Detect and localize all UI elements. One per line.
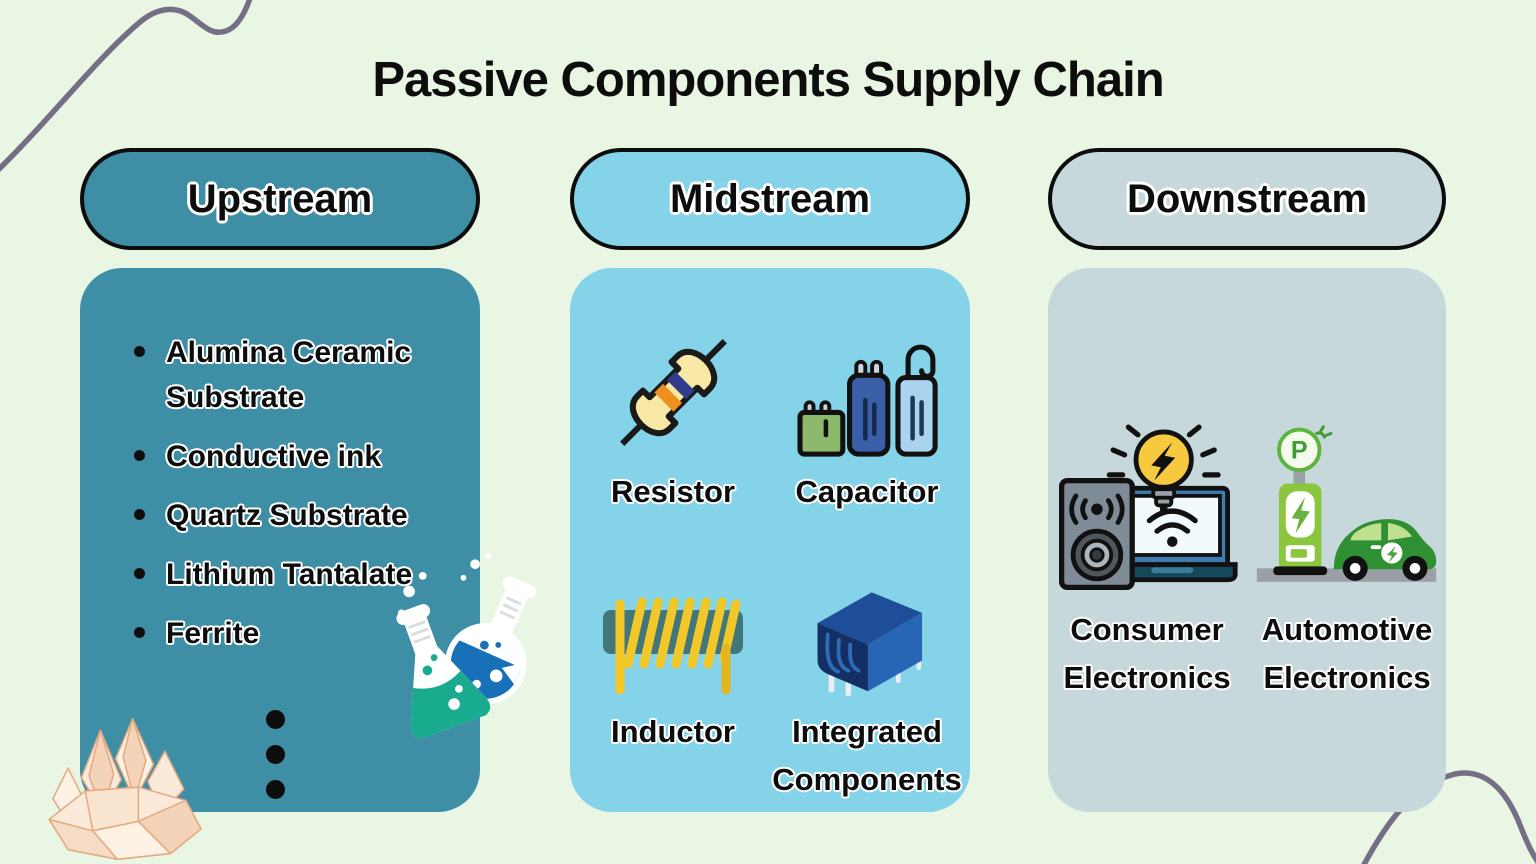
- upstream-materials-list: Alumina Ceramic Substrate Conductive ink…: [80, 268, 480, 656]
- midstream-item-integrated-components: Integrated Components: [770, 516, 964, 804]
- midstream-item-resistor: Resistor: [576, 310, 770, 516]
- list-item: Lithium Tantalate: [134, 552, 452, 597]
- integrated-components-icon: [817, 592, 923, 696]
- more-items-ellipsis-icon: [266, 710, 285, 799]
- upstream-header-pill: Upstream: [80, 148, 480, 250]
- list-item: Alumina Ceramic Substrate: [134, 330, 452, 420]
- list-item: Ferrite: [134, 611, 452, 656]
- item-label: Capacitor: [795, 474, 939, 509]
- parking-letter: P: [1291, 436, 1308, 464]
- bubbles: [397, 553, 492, 617]
- upstream-panel: Alumina Ceramic Substrate Conductive ink…: [80, 268, 537, 812]
- resistor-icon: [619, 339, 727, 446]
- midstream-header-pill: Midstream: [570, 148, 970, 250]
- item-label: Resistor: [610, 474, 736, 509]
- item-label: Integrated Components: [772, 714, 962, 798]
- downstream-panel: Consumer Electronics P: [1048, 268, 1446, 812]
- midstream-column: Midstream Resistor: [570, 148, 970, 812]
- capacitor-icon: [797, 344, 938, 457]
- downstream-column: Downstream: [1048, 148, 1446, 812]
- mineral-crystal-icon: [48, 718, 202, 861]
- item-label: Automotive Electronics: [1261, 612, 1433, 696]
- downstream-header-pill: Downstream: [1048, 148, 1446, 250]
- midstream-header-label: Midstream: [669, 176, 871, 221]
- consumer-electronics-icon: [1059, 424, 1238, 591]
- automotive-electronics-icon: P: [1256, 425, 1437, 582]
- chemistry-flasks-icon: [396, 553, 537, 739]
- upstream-column: Upstream Alumina Ceramic Substrate Condu…: [80, 148, 537, 812]
- item-label: Consumer Electronics: [1063, 612, 1231, 696]
- inductor-icon: [603, 597, 743, 695]
- list-item: Conductive ink: [134, 434, 452, 479]
- midstream-item-inductor: Inductor: [576, 516, 770, 804]
- downstream-item-automotive-electronics: P: [1250, 408, 1444, 702]
- upstream-header-label: Upstream: [187, 176, 373, 221]
- list-item: Quartz Substrate: [134, 493, 452, 538]
- downstream-header-label: Downstream: [1126, 176, 1368, 221]
- midstream-item-capacitor: Capacitor: [770, 310, 964, 516]
- page-title: Passive Components Supply Chain: [372, 53, 1164, 107]
- midstream-panel: Resistor: [570, 268, 970, 812]
- item-label: Inductor: [611, 714, 735, 750]
- downstream-item-consumer-electronics: Consumer Electronics: [1050, 408, 1244, 702]
